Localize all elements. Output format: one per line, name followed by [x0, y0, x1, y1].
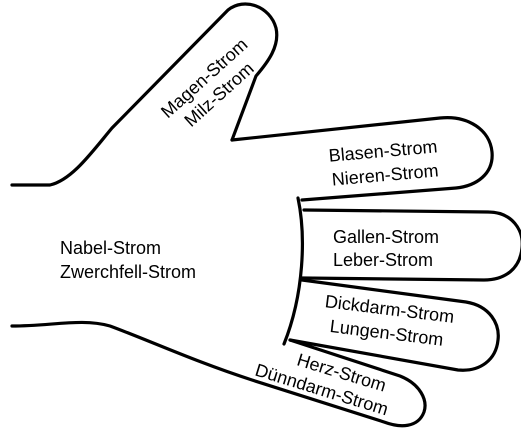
palm-label-line2: Zwerchfell-Strom [60, 262, 196, 282]
middle-label-line1: Gallen-Strom [333, 227, 439, 247]
index-finger-outline [230, 116, 494, 202]
middle-finger-outline [300, 208, 521, 282]
thumb-label-group: Magen-Strom Milz-Strom [157, 34, 258, 130]
hand-outline [10, 2, 279, 187]
index-label-group: Blasen-Strom Nieren-Strom [328, 136, 439, 189]
index-label-line2: Nieren-Strom [331, 160, 439, 189]
middle-label-group: Gallen-Strom Leber-Strom [333, 227, 439, 270]
palm-label-line1: Nabel-Strom [60, 238, 161, 258]
palm-inner-crease [282, 196, 304, 346]
ring-label-group: Dickdarm-Strom Lungen-Strom [324, 291, 455, 350]
middle-label-line2: Leber-Strom [333, 250, 433, 270]
ring-finger-outline [288, 278, 500, 372]
palm-label-group: Nabel-Strom Zwerchfell-Strom [60, 238, 196, 282]
little-finger-outline [10, 320, 427, 428]
